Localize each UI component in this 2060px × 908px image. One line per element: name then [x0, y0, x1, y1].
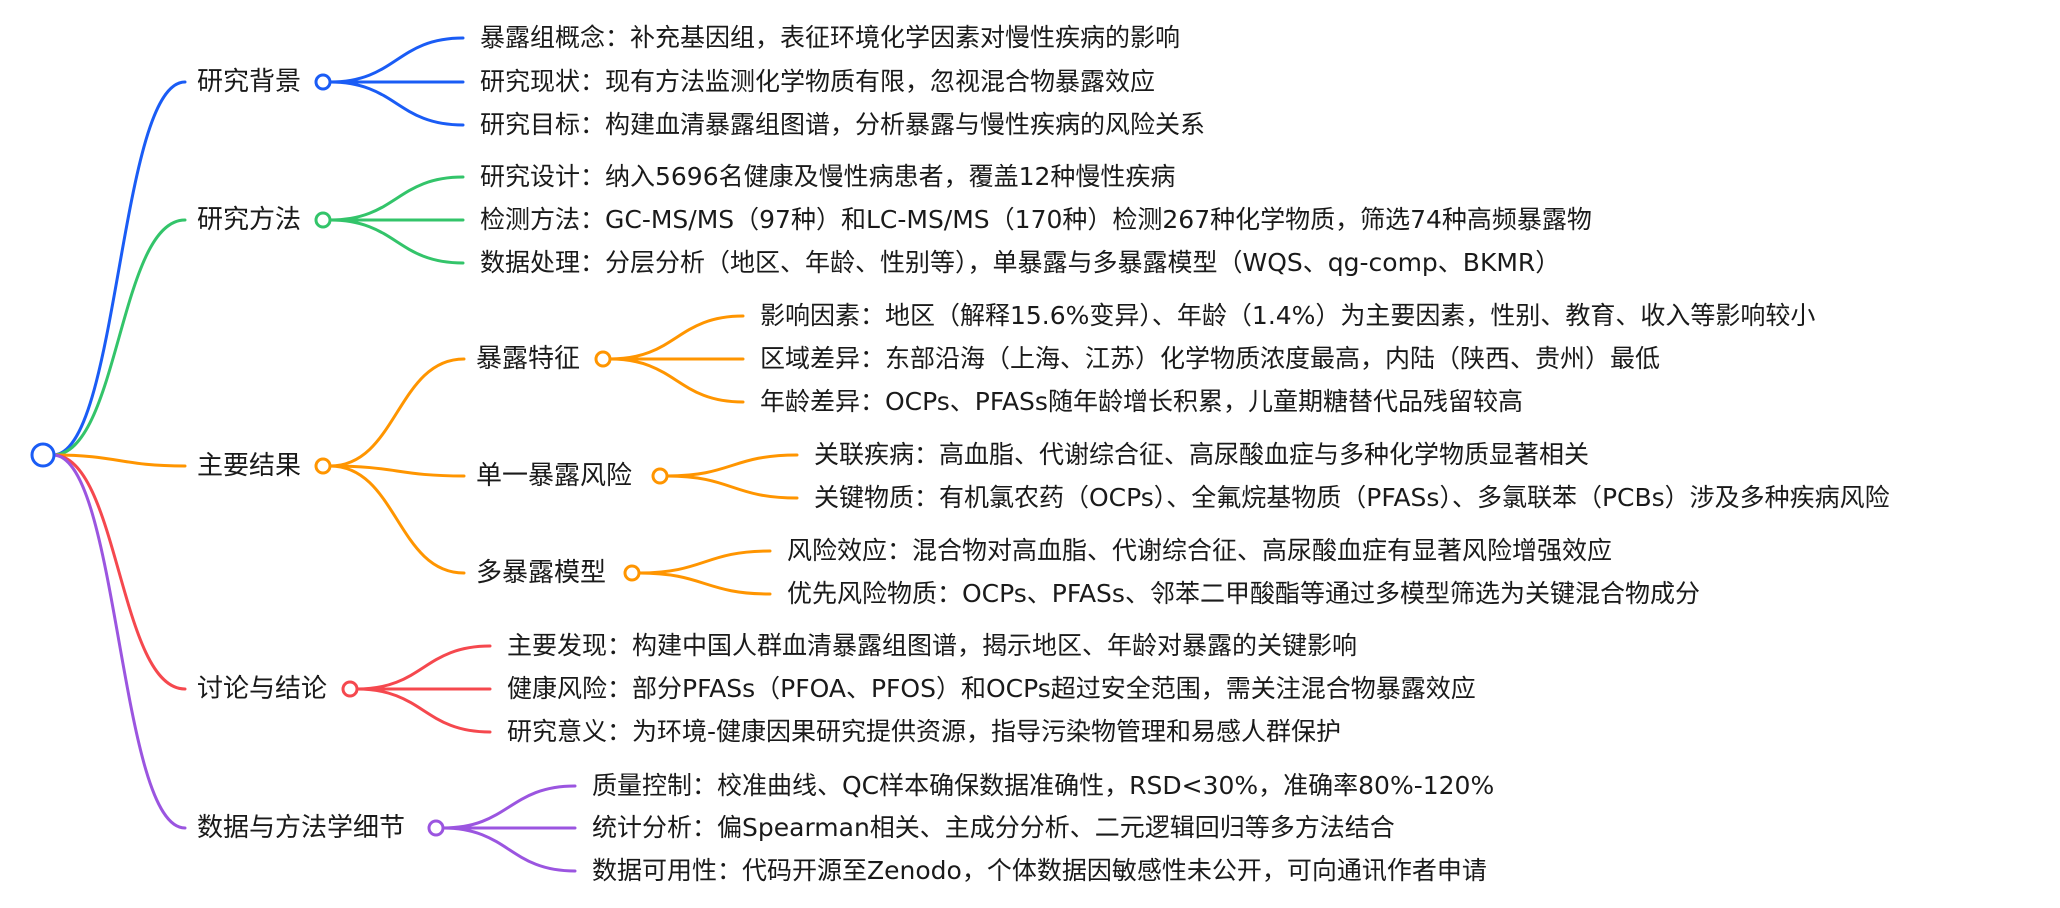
branch-connector: [51, 80, 187, 457]
collapse-toggle-circle[interactable]: [594, 350, 612, 368]
collapse-toggle-circle[interactable]: [427, 819, 445, 837]
leaf-node[interactable]: 年龄差异：OCPs、PFASs随年龄增长积累，儿童期糖替代品残留较高: [760, 387, 1523, 416]
leaf-connector: [665, 453, 799, 478]
sub-branch-node[interactable]: 单一暴露风险: [476, 461, 633, 491]
leaf-node[interactable]: 暴露组概念：补充基因组，表征环境化学因素对慢性疾病的影响: [480, 23, 1181, 52]
leaf-connector: [441, 826, 577, 873]
leaf-connector: [328, 80, 465, 127]
branch-connector: [51, 218, 187, 457]
sub-branch-connector: [328, 464, 466, 478]
leaf-connector: [441, 784, 577, 830]
leaf-node[interactable]: 关联疾病：高血脂、代谢综合征、高尿酸血症与多种化学物质显著相关: [814, 440, 1590, 469]
leaf-node[interactable]: 研究意义：为环境-健康因果研究提供资源，指导污染物管理和易感人群保护: [507, 717, 1342, 746]
branch-connector: [51, 453, 187, 830]
sub-branch-node[interactable]: 暴露特征: [476, 344, 581, 374]
collapse-toggle-circle[interactable]: [314, 457, 332, 475]
leaf-node[interactable]: 研究目标：构建血清暴露组图谱，分析暴露与慢性疾病的风险关系: [480, 110, 1206, 139]
collapse-toggle-circle[interactable]: [651, 467, 669, 485]
root-node-circle[interactable]: [30, 442, 56, 468]
sub-branch-connector: [328, 357, 466, 468]
branch-node[interactable]: 主要结果: [197, 451, 302, 481]
leaf-node[interactable]: 数据处理：分层分析（地区、年龄、性别等），单暴露与多暴露模型（WQS、qg-co…: [480, 248, 1561, 277]
leaf-node[interactable]: 数据可用性：代码开源至Zenodo，个体数据因敏感性未公开，可向通讯作者申请: [592, 856, 1487, 885]
leaf-connector: [637, 549, 772, 575]
sub-branch-node[interactable]: 多暴露模型: [476, 558, 607, 588]
leaf-connector: [608, 314, 745, 361]
leaf-connector: [608, 357, 745, 404]
leaf-node[interactable]: 检测方法：GC-MS/MS（97种）和LC-MS/MS（170种）检测267种化…: [480, 205, 1592, 234]
leaf-connector: [328, 36, 465, 84]
leaf-node[interactable]: 关键物质：有机氯农药（OCPs）、全氟烷基物质（PFASs）、多氯联苯（PCBs…: [814, 483, 1890, 512]
sub-branch-connector: [328, 464, 466, 575]
branch-connector: [51, 453, 187, 468]
leaf-node[interactable]: 影响因素：地区（解释15.6%变异）、年龄（1.4%）为主要因素，性别、教育、收…: [760, 301, 1816, 330]
leaf-node[interactable]: 风险效应：混合物对高血脂、代谢综合征、高尿酸血症有显著风险增强效应: [787, 536, 1613, 565]
leaf-connector: [355, 644, 492, 691]
leaf-node[interactable]: 健康风险：部分PFASs（PFOA、PFOS）和OCPs超过安全范围，需关注混合…: [507, 674, 1476, 703]
leaf-node[interactable]: 优先风险物质：OCPs、PFASs、邻苯二甲酸酯等通过多模型筛选为关键混合物成分: [787, 579, 1700, 608]
branch-node[interactable]: 数据与方法学细节: [197, 813, 406, 843]
leaf-node[interactable]: 统计分析：偏Spearman相关、主成分分析、二元逻辑回归等多方法结合: [592, 813, 1395, 842]
leaf-node[interactable]: 研究设计：纳入5696名健康及慢性病患者，覆盖12种慢性疾病: [480, 162, 1176, 191]
leaf-connector: [328, 175, 465, 222]
collapse-toggle-circle[interactable]: [623, 564, 641, 582]
leaf-node[interactable]: 区域差异：东部沿海（上海、江苏）化学物质浓度最高，内陆（陕西、贵州）最低: [760, 344, 1661, 373]
collapse-toggle-circle[interactable]: [341, 680, 359, 698]
leaf-node[interactable]: 研究现状：现有方法监测化学物质有限，忽视混合物暴露效应: [480, 67, 1156, 96]
leaf-connector: [328, 218, 465, 265]
branch-connector: [51, 453, 187, 691]
leaf-connector: [637, 571, 772, 596]
branch-node[interactable]: 讨论与结论: [197, 674, 328, 704]
collapse-toggle-circle[interactable]: [314, 73, 332, 91]
leaf-connector: [665, 474, 799, 500]
leaf-node[interactable]: 质量控制：校准曲线、QC样本确保数据准确性，RSD<30%，准确率80%-120…: [592, 771, 1495, 800]
leaf-connector: [355, 687, 492, 734]
collapse-toggle-circle[interactable]: [314, 211, 332, 229]
branch-node[interactable]: 研究方法: [197, 205, 302, 235]
leaf-node[interactable]: 主要发现：构建中国人群血清暴露组图谱，揭示地区、年龄对暴露的关键影响: [507, 631, 1358, 660]
branch-node[interactable]: 研究背景: [197, 67, 302, 97]
